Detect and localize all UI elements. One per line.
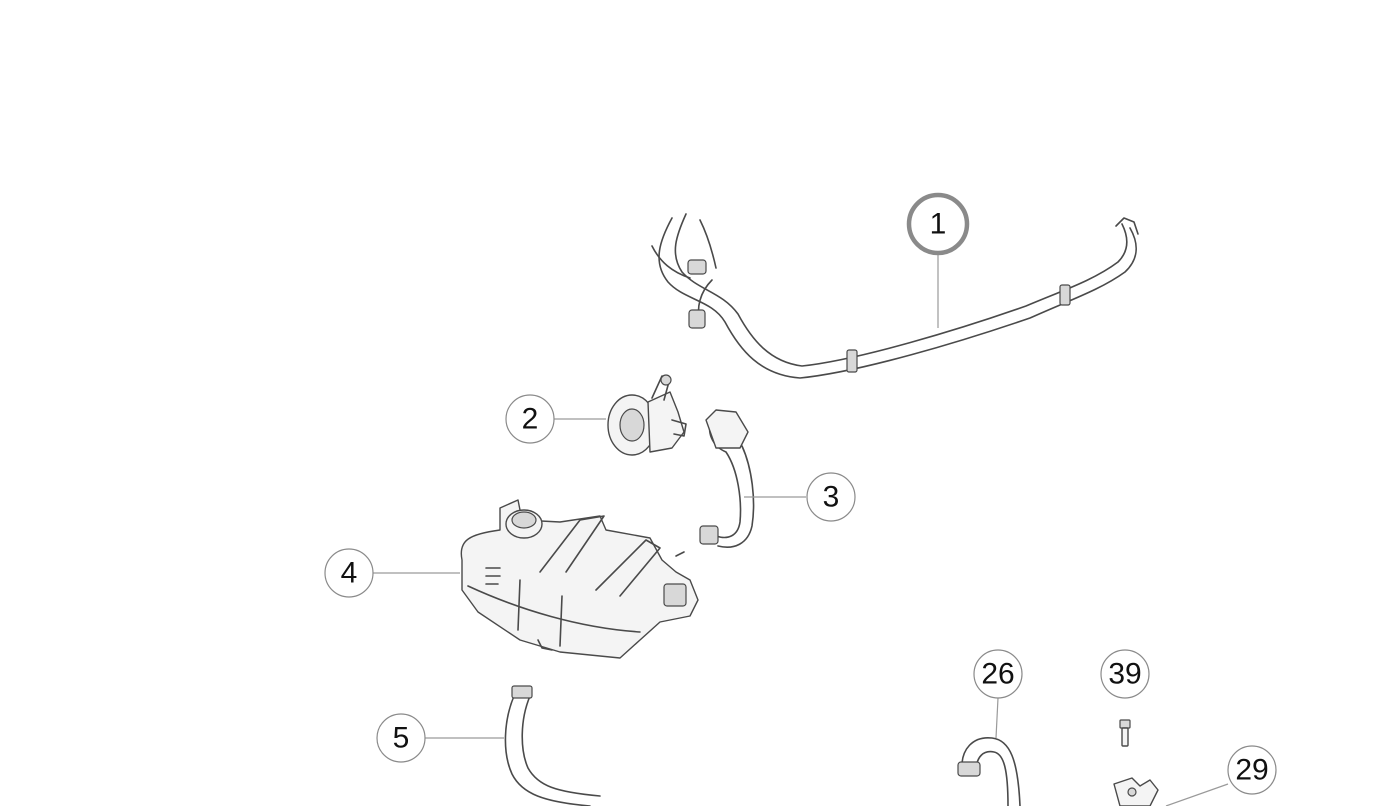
callout-1-circle xyxy=(906,192,970,256)
callout-1[interactable]: 1 xyxy=(906,192,970,256)
callout-3-label: 3 xyxy=(823,481,840,514)
part-1-coolant-hose[interactable] xyxy=(651,213,1139,379)
callout-29-label: 29 xyxy=(1235,754,1268,787)
part-2-water-pump[interactable] xyxy=(607,374,687,456)
callout-5[interactable]: 5 xyxy=(376,713,426,763)
callout-3[interactable]: 3 xyxy=(806,472,856,522)
callout-2-label: 2 xyxy=(522,403,539,436)
part-39-bolt[interactable] xyxy=(1119,719,1131,747)
callout-26-label: 26 xyxy=(981,658,1014,691)
part-29-bracket[interactable] xyxy=(1113,777,1159,806)
part-26-coolant-hose[interactable] xyxy=(957,737,1021,806)
callout-39-label: 39 xyxy=(1108,658,1141,691)
leader-26 xyxy=(995,697,999,739)
part-5-coolant-hose[interactable] xyxy=(504,685,601,806)
callout-2-circle xyxy=(505,394,555,444)
callout-26-circle xyxy=(973,649,1023,699)
callout-1-label: 1 xyxy=(930,208,947,241)
callout-29[interactable]: 29 xyxy=(1227,745,1277,795)
callout-39-circle xyxy=(1100,649,1150,699)
callout-29-circle xyxy=(1227,745,1277,795)
callout-4-circle xyxy=(324,548,374,598)
callout-3-circle xyxy=(806,472,856,522)
callout-39[interactable]: 39 xyxy=(1100,649,1150,699)
callout-5-label: 5 xyxy=(393,722,410,755)
callout-4[interactable]: 4 xyxy=(324,548,374,598)
callout-4-label: 4 xyxy=(341,557,358,590)
leader-29 xyxy=(1165,783,1229,806)
part-4-expansion-tank[interactable] xyxy=(460,499,699,659)
callout-5-circle xyxy=(376,713,426,763)
part-3-coolant-hose[interactable] xyxy=(675,409,755,557)
callout-26[interactable]: 26 xyxy=(973,649,1023,699)
callout-2[interactable]: 2 xyxy=(505,394,555,444)
